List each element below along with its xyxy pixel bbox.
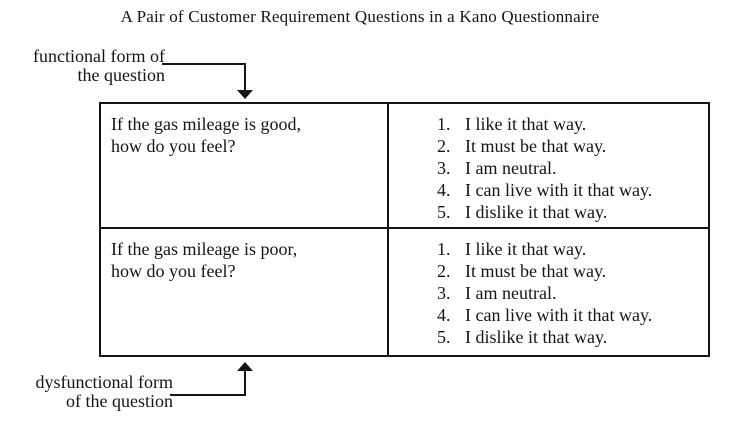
arrow-down-icon (237, 90, 253, 99)
question-text-line2: how do you feel? (111, 261, 236, 281)
dysfunctional-question-cell: If the gas mileage is poor, how do you f… (101, 229, 387, 355)
answer-option: 5. I dislike it that way. (437, 201, 704, 223)
option-text: It must be that way. (465, 261, 607, 281)
option-number: 1. (437, 239, 451, 259)
answer-option: 4. I can live with it that way. (437, 304, 704, 326)
option-text: It must be that way. (465, 136, 607, 156)
functional-question-cell: If the gas mileage is good, how do you f… (101, 104, 387, 227)
figure-title: A Pair of Customer Requirement Questions… (120, 7, 600, 26)
option-number: 5. (437, 327, 451, 347)
functional-form-label-line2: the question (77, 65, 166, 85)
option-text: I can live with it that way. (465, 305, 653, 325)
answer-option: 1. I like it that way. (437, 238, 704, 260)
answer-option: 5. I dislike it that way. (437, 326, 704, 348)
dysfunctional-options-cell: 1. I like it that way. 2. It must be tha… (389, 229, 708, 355)
option-number: 1. (437, 114, 451, 134)
option-text: I can live with it that way. (465, 180, 653, 200)
answer-option: 2. It must be that way. (437, 135, 704, 157)
option-text: I like it that way. (465, 239, 587, 259)
option-number: 3. (437, 283, 451, 303)
answer-option: 2. It must be that way. (437, 260, 704, 282)
option-text: I am neutral. (465, 158, 557, 178)
arrow-up-icon (237, 362, 253, 371)
kano-question-table: If the gas mileage is good, how do you f… (99, 102, 710, 357)
functional-form-label: functional form of the question (10, 47, 165, 85)
dysfunctional-connector-horizontal-line (170, 394, 246, 396)
dysfunctional-form-label-line1: dysfunctional form (35, 372, 173, 392)
question-text-line1: If the gas mileage is poor, (111, 239, 298, 259)
option-number: 5. (437, 202, 451, 222)
option-text: I am neutral. (465, 283, 557, 303)
answer-option: 4. I can live with it that way. (437, 179, 704, 201)
dysfunctional-connector-vertical-line (244, 371, 246, 396)
functional-connector-horizontal-line (162, 63, 246, 65)
functional-options-cell: 1. I like it that way. 2. It must be tha… (389, 104, 708, 227)
option-number: 4. (437, 305, 451, 325)
question-text-line1: If the gas mileage is good, (111, 114, 301, 134)
option-number: 2. (437, 136, 451, 156)
option-number: 2. (437, 261, 451, 281)
functional-connector-vertical-line (244, 63, 246, 91)
answer-option: 3. I am neutral. (437, 282, 704, 304)
answer-option: 3. I am neutral. (437, 157, 704, 179)
option-text: I dislike it that way. (465, 202, 608, 222)
functional-form-label-line1: functional form of (33, 46, 165, 66)
dysfunctional-form-label-line2: of the question (66, 391, 173, 411)
answer-option: 1. I like it that way. (437, 113, 704, 135)
option-number: 4. (437, 180, 451, 200)
option-number: 3. (437, 158, 451, 178)
dysfunctional-form-label: dysfunctional form of the question (10, 373, 173, 411)
question-text-line2: how do you feel? (111, 136, 236, 156)
option-text: I like it that way. (465, 114, 587, 134)
option-text: I dislike it that way. (465, 327, 608, 347)
